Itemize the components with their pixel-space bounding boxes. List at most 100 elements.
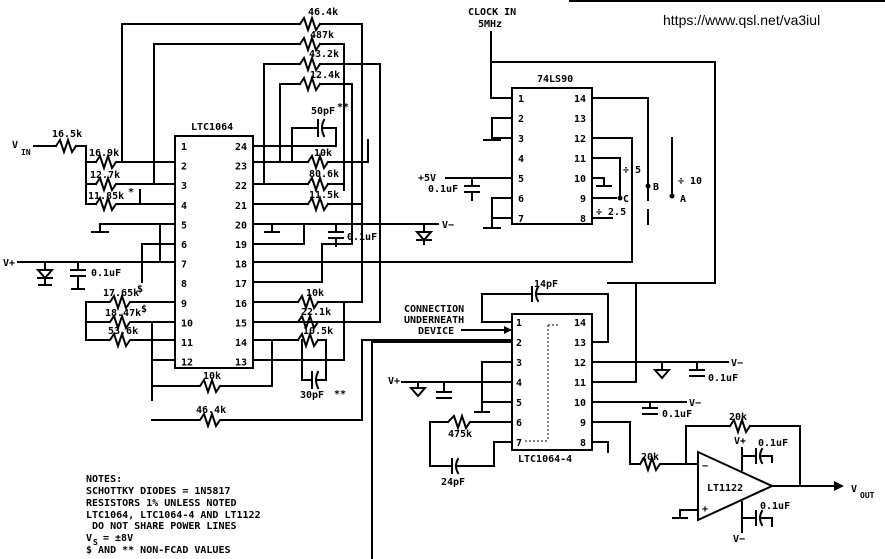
c30-plate-2 — [315, 370, 320, 390]
pin-label-ltc1064-23: 23 — [235, 162, 247, 173]
note-vs-value: = ±8V — [103, 533, 133, 544]
vminus-diode — [414, 231, 434, 242]
lt1122-plus: + — [702, 504, 708, 515]
c30-label: 30pF — [300, 390, 324, 401]
ls90-pin10-gnd — [591, 177, 605, 187]
pin-label-ltc1064-7: 7 — [181, 260, 187, 271]
c14-left — [481, 293, 533, 323]
pin-label-ltc1064_4-11: 11 — [574, 378, 586, 389]
r-12-7 — [94, 174, 176, 194]
pin-label-ltc1064-16: 16 — [235, 299, 247, 310]
fb-right — [749, 425, 801, 487]
pin-label-ls390-5: 5 — [518, 174, 524, 185]
clock-to-390 — [490, 61, 513, 99]
div10-label: ÷ 10 — [678, 176, 702, 187]
pin-label-ltc1064_4-7: 7 — [516, 438, 522, 449]
r-475 — [446, 412, 495, 432]
switch-c-node[interactable] — [617, 195, 623, 201]
pin-label-ltc1064-6: 6 — [181, 240, 187, 251]
r-18-47-mark: $ — [141, 304, 147, 315]
oa-top-cap-gnd — [761, 455, 773, 463]
pin-label-ltc1064_4-8: 8 — [580, 438, 586, 449]
pin-label-ltc1064-2: 2 — [181, 162, 187, 173]
connection-note-3: DEVICE — [418, 326, 454, 337]
pin-label-ls390-11: 11 — [574, 154, 586, 165]
r-16-9 — [94, 152, 176, 172]
notes-block: NOTES: SCHOTTKY DIODES = 1N5817 RESISTOR… — [86, 474, 261, 556]
left-bus — [85, 161, 97, 205]
vminus-ltc4-label: V− — [731, 358, 743, 369]
pin-label-ltc1064-15: 15 — [235, 318, 247, 329]
output-arrowhead — [834, 481, 844, 491]
pin-label-ls390-4: 4 — [518, 154, 524, 165]
r-17-65-label: 17.65k — [103, 288, 139, 299]
r-18-47-label: 18.47k — [105, 308, 141, 319]
pin-label-ltc1064_4-2: 2 — [516, 338, 522, 349]
note-vs-sub: S — [93, 538, 98, 547]
lt1122-plus-gnd — [679, 509, 699, 519]
ls90-pin6-gnd — [491, 197, 513, 229]
ltc4-pin10 — [591, 401, 651, 409]
c30-left — [301, 339, 313, 381]
c50-plate-2 — [321, 118, 326, 138]
lt1122-vplus-label: V+ — [734, 436, 746, 447]
r-in-symbol — [54, 136, 78, 156]
pin23-right — [327, 139, 369, 163]
pin-label-ltc1064_4-4: 4 — [516, 378, 522, 389]
fb-wire-124 — [279, 83, 301, 163]
source-url: https://www.qsl.net/va3iul — [663, 12, 820, 28]
r-22-1 — [296, 312, 320, 332]
lt1122-name: LT1122 — [707, 483, 743, 494]
ltc4-pin10-cap-label: 0.1uF — [662, 409, 692, 420]
r-11-5 — [306, 194, 330, 214]
r-10-5 — [296, 330, 320, 350]
c24-left — [429, 421, 453, 467]
pin-label-ltc1064-17: 17 — [235, 279, 247, 290]
ltc4-pin8-gnd — [591, 441, 609, 453]
vplus-ltc4-label: V+ — [388, 376, 400, 387]
pin-label-ltc1064-12: 12 — [181, 358, 193, 369]
c24-right — [457, 441, 513, 467]
fb-left — [685, 425, 731, 465]
note-line-3: LTC1064, LTC1064-4 AND LT1122 — [86, 510, 261, 521]
pin-label-ltc1064_4-10: 10 — [574, 398, 586, 409]
r-475-label: 475k — [448, 429, 472, 440]
pin14-right — [317, 339, 327, 381]
lt1122-opamp — [697, 450, 775, 522]
r-46-4-bot — [151, 339, 513, 430]
pin-label-ls390-8: 8 — [580, 214, 586, 225]
note-line-2: RESISTORS 1% UNLESS NOTED — [86, 498, 237, 509]
pin-label-ls390-13: 13 — [574, 114, 586, 125]
pin-label-ltc1064-21: 21 — [235, 201, 247, 212]
pin-label-ltc1064-18: 18 — [235, 260, 247, 271]
clock-label-line2: 5MHz — [478, 19, 502, 30]
r-46-4-bot-label: 46.4k — [196, 405, 226, 416]
r-10k-16-label: 10k — [306, 288, 324, 299]
switch-a-label: A — [680, 194, 686, 205]
ltc1064-name: LTC1064 — [191, 122, 233, 133]
switch-b-node[interactable] — [645, 183, 651, 189]
r-487-label: 487k — [310, 30, 334, 41]
r-10k-bot — [151, 339, 273, 396]
div5-label: ÷ 5 — [623, 165, 641, 176]
pin5-ground — [99, 223, 176, 233]
pin-label-ls390-9: 9 — [580, 194, 586, 205]
r-80-6-label: 80.6k — [309, 169, 339, 180]
pin18-clock-wire — [252, 157, 633, 263]
r-20k-fb-label: 20k — [729, 412, 747, 423]
vin-to-r1 — [75, 145, 97, 163]
pin-label-ltc1064-4: 4 — [181, 201, 187, 212]
pin-label-ltc1064-11: 11 — [181, 338, 193, 349]
pin-label-ltc1064-10: 10 — [181, 318, 193, 329]
r-10-5-label: 10.5k — [303, 326, 333, 337]
ltc4-vplus-diode — [408, 387, 428, 398]
r-12-7-label: 12.7k — [90, 170, 120, 181]
oa-bot-cap-label: 0.1uF — [760, 501, 790, 512]
fb-wire-487 — [153, 43, 301, 185]
pin6-wire — [141, 243, 176, 283]
ltc4-pin2 — [371, 341, 513, 559]
r-11-85 — [94, 194, 176, 214]
pin-label-ls390-14: 14 — [574, 94, 586, 105]
